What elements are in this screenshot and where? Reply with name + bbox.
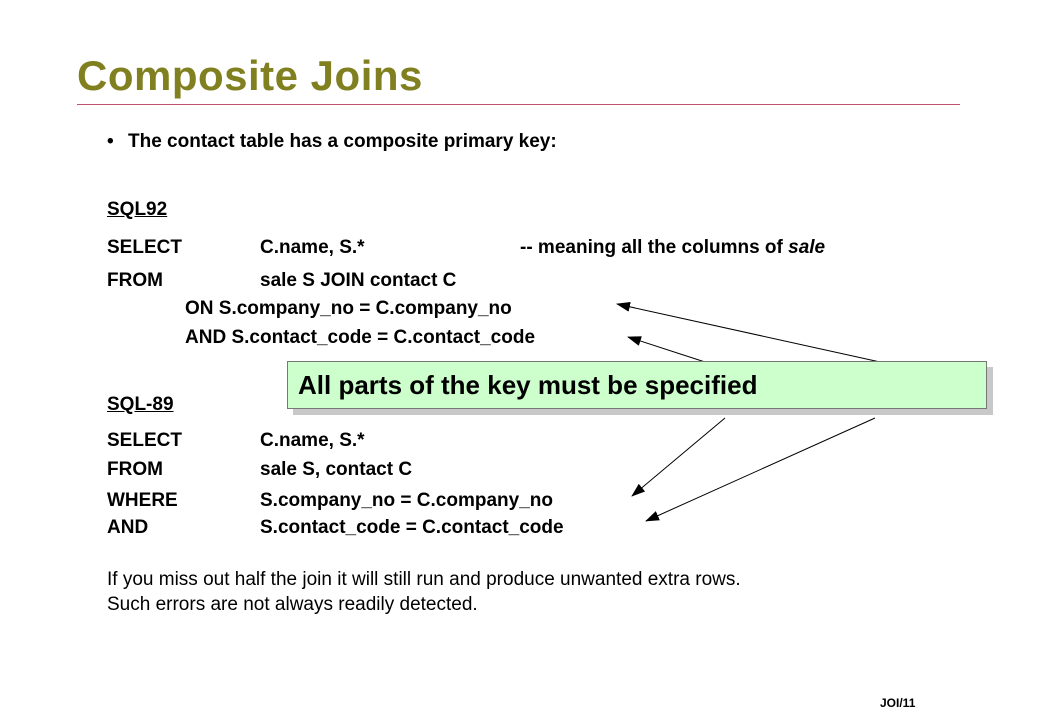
note-line-1: If you miss out half the join it will st… bbox=[107, 569, 741, 590]
bullet-text: The contact table has a composite primar… bbox=[128, 131, 557, 152]
sql92-comment-italic: sale bbox=[788, 237, 826, 258]
arrow-to-and-clause bbox=[645, 417, 876, 522]
bullet-dot: • bbox=[107, 131, 114, 152]
sql89-from-keyword: FROM bbox=[107, 459, 163, 480]
sql92-comment-text: -- meaning all the columns of bbox=[520, 237, 789, 258]
title-underline bbox=[77, 104, 960, 105]
sql92-comment: -- meaning all the columns of sale bbox=[520, 237, 825, 259]
arrow-to-and-line bbox=[627, 336, 706, 363]
sql92-on-line: ON S.company_no = C.company_no bbox=[185, 298, 512, 319]
sql89-select-keyword: SELECT bbox=[107, 430, 182, 451]
arrow-to-on-line bbox=[616, 301, 881, 363]
sql92-from-clause: sale S JOIN contact C bbox=[260, 270, 457, 291]
sql89-and-clause: S.contact_code = C.contact_code bbox=[260, 517, 564, 538]
sql92-select-columns: C.name, S.* bbox=[260, 237, 365, 258]
arrow-to-where-clause bbox=[631, 417, 726, 497]
note-line-2: Such errors are not always readily detec… bbox=[107, 594, 478, 615]
sql92-from-keyword: FROM bbox=[107, 270, 163, 291]
sql89-from-clause: sale S, contact C bbox=[260, 459, 413, 480]
sql92-select-keyword: SELECT bbox=[107, 237, 182, 258]
sql92-and-line: AND S.contact_code = C.contact_code bbox=[185, 327, 536, 348]
sql89-where-keyword: WHERE bbox=[107, 490, 178, 511]
sql89-and-keyword: AND bbox=[107, 517, 149, 538]
slide-footer: JOI/11 bbox=[880, 696, 916, 710]
sql89-heading: SQL-89 bbox=[107, 394, 174, 415]
callout-box: All parts of the key must be specified bbox=[287, 361, 987, 409]
sql89-where-clause: S.company_no = C.company_no bbox=[260, 490, 553, 511]
sql92-heading: SQL92 bbox=[107, 199, 168, 220]
slide-title: Composite Joins bbox=[77, 52, 423, 99]
sql89-select-columns: C.name, S.* bbox=[260, 430, 365, 451]
